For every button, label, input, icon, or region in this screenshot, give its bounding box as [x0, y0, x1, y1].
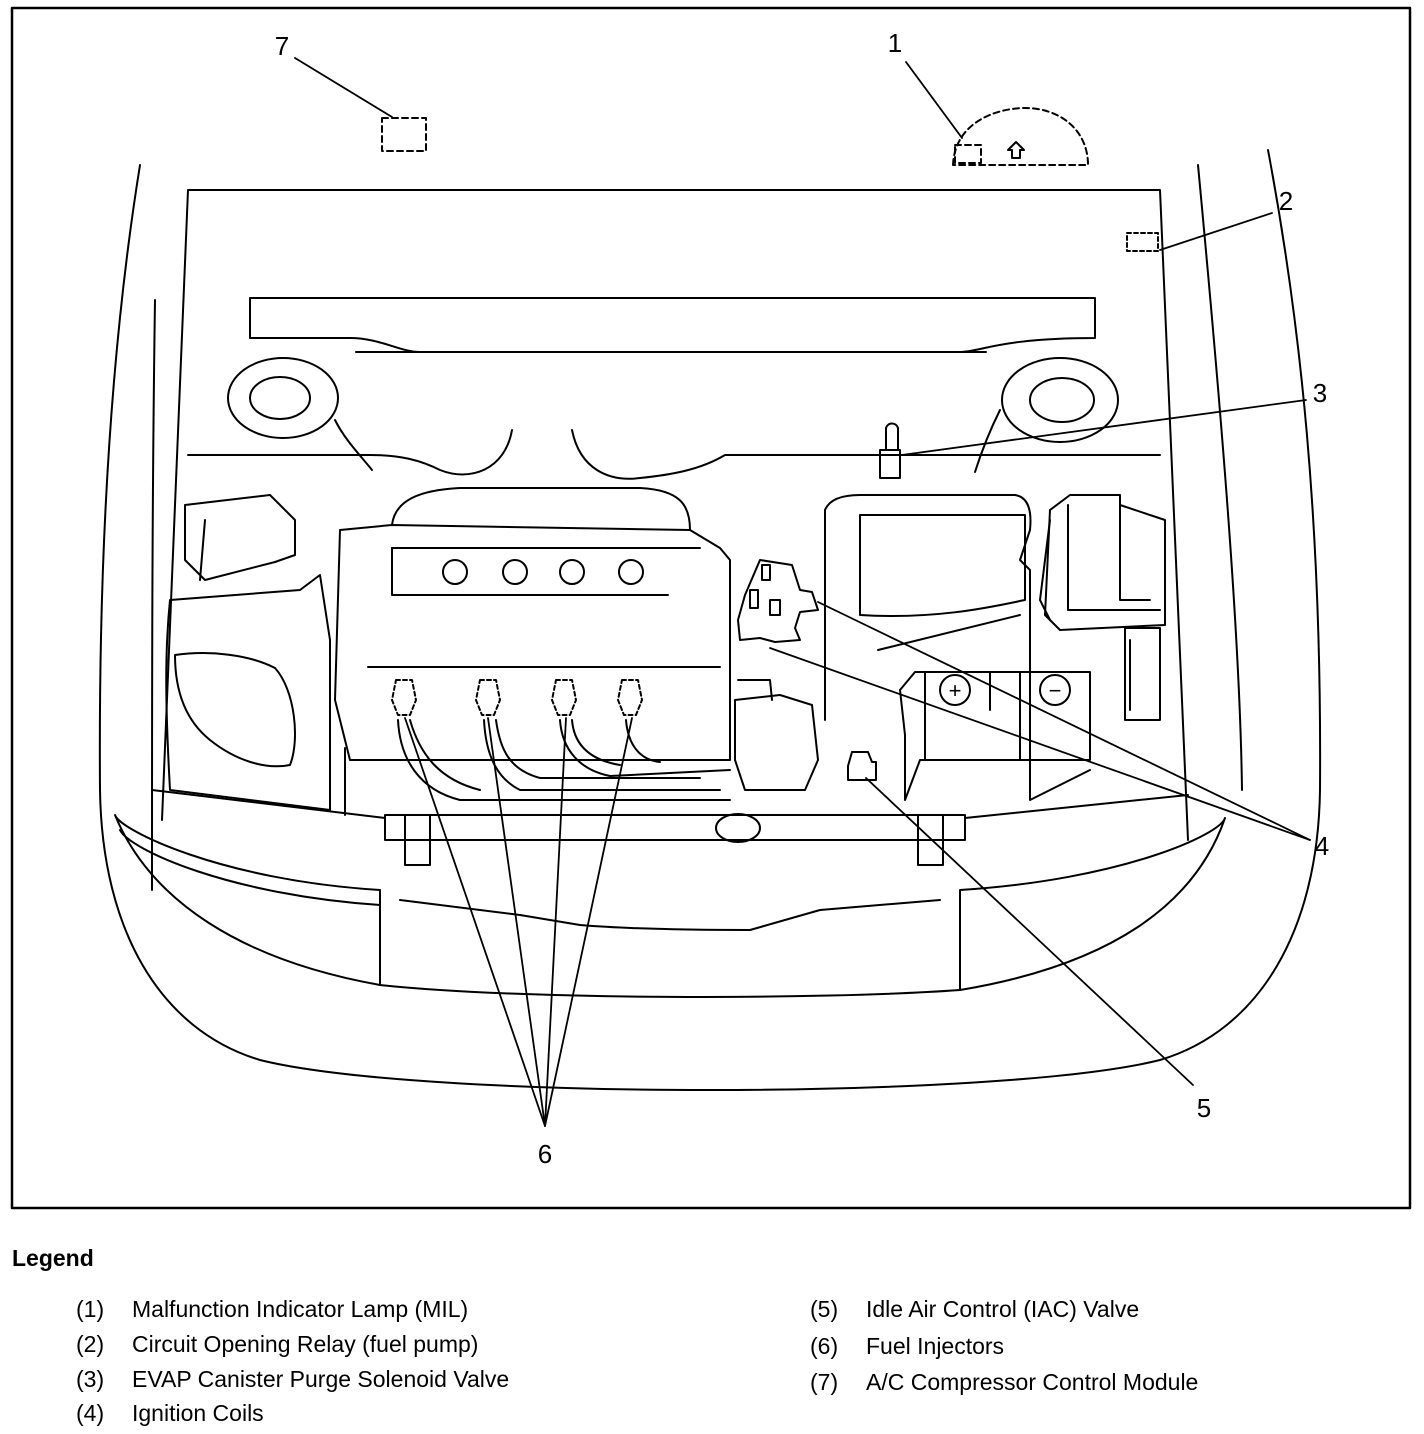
strut-tower-left — [227, 357, 373, 471]
instrument-cluster — [952, 107, 1089, 166]
strut-tower-right — [974, 357, 1119, 473]
battery-minus-label: − — [1049, 678, 1062, 703]
engine-cover — [334, 524, 731, 761]
air-filter-housing — [165, 574, 331, 811]
circuit-opening-relay — [1126, 232, 1159, 252]
legend-item-text: EVAP Canister Purge Solenoid Valve — [132, 1366, 510, 1392]
evap-solenoid — [879, 422, 901, 479]
battery-plus-label: + — [949, 678, 962, 703]
engine-bay-contour — [187, 429, 1161, 480]
battery — [899, 671, 1091, 801]
legend-item-number: (7) — [810, 1369, 839, 1395]
legend-item-text: Malfunction Indicator Lamp (MIL) — [132, 1296, 469, 1322]
relay-box-right — [1039, 494, 1166, 721]
callout-7: 7 — [275, 31, 289, 61]
legend-item-text: Circuit Opening Relay (fuel pump) — [132, 1331, 479, 1357]
legend-item: (7) A/C Compressor Control Module — [810, 1369, 1198, 1396]
legend-item: (2) Circuit Opening Relay (fuel pump) — [76, 1331, 478, 1358]
callout-6: 6 — [538, 1139, 552, 1169]
legend-item: (6) Fuel Injectors — [810, 1333, 1004, 1360]
legend-item: (5) Idle Air Control (IAC) Valve — [810, 1296, 1139, 1323]
legend-item-number: (4) — [76, 1400, 105, 1426]
callout-2: 2 — [1279, 186, 1293, 216]
fender-inner-left — [151, 299, 156, 891]
legend-item-text: Idle Air Control (IAC) Valve — [866, 1296, 1140, 1322]
legend-item-number: (3) — [76, 1366, 105, 1392]
ignition-coil-cluster — [737, 559, 819, 643]
iac-valve — [847, 751, 877, 781]
callout-3: 3 — [1313, 378, 1327, 408]
intake-runners — [397, 719, 731, 801]
diagram-frame — [10, 6, 1412, 1210]
legend-item-number: (1) — [76, 1296, 105, 1322]
battery-tray — [824, 494, 1091, 801]
leader-lines — [294, 57, 1311, 1127]
callout-4: 4 — [1315, 831, 1329, 861]
legend-item: (4) Ignition Coils — [76, 1400, 264, 1427]
legend-item: (3) EVAP Canister Purge Solenoid Valve — [76, 1366, 509, 1393]
legend-item-number: (5) — [810, 1296, 839, 1322]
ac-compressor-module — [381, 117, 427, 152]
callout-1: 1 — [888, 28, 902, 58]
air-filter-lid — [174, 652, 296, 768]
legend-item-text: Ignition Coils — [132, 1400, 264, 1426]
radiator-support — [151, 747, 1189, 866]
legend-item-text: A/C Compressor Control Module — [866, 1369, 1199, 1395]
throttle-body — [734, 679, 819, 791]
legend-item: (1) Malfunction Indicator Lamp (MIL) — [76, 1296, 468, 1323]
fender-inner-right — [1197, 164, 1243, 791]
legend-item-number: (6) — [810, 1333, 839, 1359]
legend-title: Legend — [12, 1245, 94, 1271]
intake-plenum — [391, 487, 691, 531]
fuse-box-left — [184, 494, 296, 581]
cowl-panel — [249, 297, 1096, 353]
car-body-outline — [98, 149, 1322, 1091]
battery-case — [859, 514, 1026, 651]
fuel-injectors — [391, 679, 643, 716]
legend-item-text: Fuel Injectors — [866, 1333, 1005, 1359]
front-bumper — [114, 814, 1226, 998]
engine-compartment-diagram: + − 1 2 3 4 5 6 7 — [10, 6, 1412, 1210]
callout-5: 5 — [1197, 1093, 1211, 1123]
legend-item-number: (2) — [76, 1331, 105, 1357]
mil-indicator-icon — [1007, 141, 1025, 159]
